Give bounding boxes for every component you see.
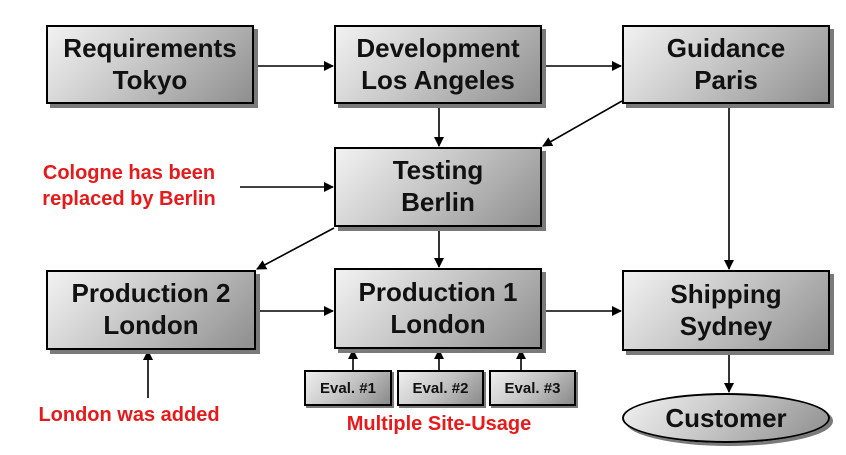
eval-label: Eval. #2: [412, 379, 469, 397]
eval-2-box: Eval. #2: [397, 370, 484, 406]
note-line: replaced by Berlin: [42, 188, 216, 210]
node-location: Sydney: [679, 310, 773, 341]
guidance-paris-box: Guidance Paris: [622, 25, 830, 104]
london-added-note: London was added: [18, 402, 240, 428]
requirements-tokyo-box: Requirements Tokyo: [46, 25, 254, 104]
arrow-guidance-to-testing: [542, 100, 623, 147]
arrow-testing-to-production2: [256, 227, 335, 270]
development-los-angeles-box: Development Los Angeles: [334, 25, 542, 104]
production-1-london-box: Production 1 London: [334, 268, 542, 349]
node-title: Requirements: [63, 32, 237, 63]
cologne-replaced-note: Cologne has been replaced by Berlin: [20, 160, 238, 212]
node-location: London: [390, 308, 486, 339]
customer-label: Customer: [665, 402, 787, 433]
multiple-site-usage-note: Multiple Site-Usage: [326, 411, 552, 437]
eval-label: Eval. #1: [320, 379, 376, 397]
production-2-london-box: Production 2 London: [46, 270, 256, 350]
shipping-sydney-box: Shipping Sydney: [622, 270, 830, 351]
customer-ellipse: Customer: [622, 393, 830, 443]
node-location: Paris: [694, 64, 758, 95]
node-title: Shipping: [670, 278, 782, 309]
testing-berlin-box: Testing Berlin: [334, 147, 542, 227]
eval-label: Eval. #3: [504, 379, 561, 397]
note-text: Multiple Site-Usage: [346, 413, 532, 435]
node-title: Testing: [392, 155, 484, 186]
eval-1-box: Eval. #1: [304, 370, 392, 406]
note-line: Cologne has been: [42, 162, 216, 184]
node-title: Guidance: [666, 32, 786, 63]
note-text: London was added: [38, 404, 220, 426]
eval-3-box: Eval. #3: [489, 370, 576, 406]
node-location: Berlin: [401, 187, 475, 217]
node-location: Tokyo: [112, 64, 188, 95]
node-location: Los Angeles: [361, 64, 515, 95]
node-title: Development: [356, 32, 520, 63]
node-title: Production 1: [358, 276, 518, 307]
node-location: London: [103, 310, 199, 340]
node-title: Production 2: [71, 278, 231, 309]
